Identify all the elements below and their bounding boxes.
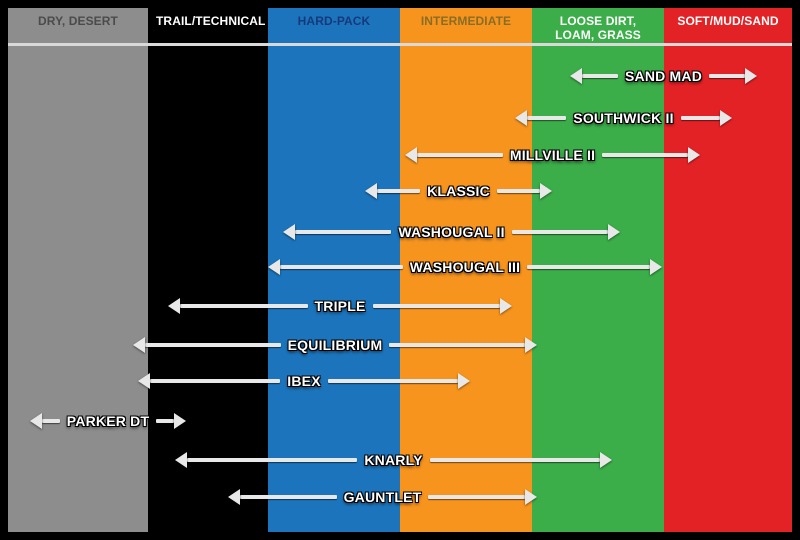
tire-range-row: MILLVILLE II: [405, 145, 700, 165]
terrain-column-label: SOFT/MUD/SAND: [677, 14, 779, 28]
right-arrowhead-icon: [429, 458, 600, 462]
left-arrowhead-icon: [240, 495, 337, 499]
left-arrowhead-icon: [42, 419, 60, 423]
right-arrowhead-icon: [156, 419, 174, 423]
terrain-column-label: HARD-PACK: [297, 14, 371, 28]
right-arrowhead-icon: [511, 230, 608, 234]
left-arrowhead-icon: [280, 265, 403, 269]
left-arrowhead-icon: [180, 304, 308, 308]
right-arrowhead-icon: [527, 265, 650, 269]
tire-range-row: WASHOUGAL III: [268, 257, 662, 277]
terrain-column-label: TRAIL/TECHNICAL: [156, 14, 266, 28]
tire-range-row: GAUNTLET: [228, 487, 537, 507]
tire-label: KLASSIC: [427, 183, 490, 199]
tire-range-row: WASHOUGAL II: [283, 222, 620, 242]
right-arrowhead-icon: [602, 153, 689, 157]
left-arrowhead-icon: [150, 379, 281, 383]
tire-label: MILLVILLE II: [509, 147, 596, 163]
terrain-column: DRY, DESERT: [8, 8, 148, 532]
tire-label: TRIPLE: [314, 298, 366, 314]
tire-range-row: EQUILIBRIUM: [133, 335, 537, 355]
left-arrowhead-icon: [187, 458, 358, 462]
tire-range-row: KNARLY: [175, 450, 612, 470]
tire-range-row: IBEX: [138, 371, 470, 391]
terrain-column: SOFT/MUD/SAND: [664, 8, 792, 532]
tire-range-row: SOUTHWICK II: [515, 108, 732, 128]
left-arrowhead-icon: [295, 230, 392, 234]
terrain-column: INTERMEDIATE: [400, 8, 532, 532]
terrain-column-label: DRY, DESERT: [37, 14, 118, 28]
tire-label: IBEX: [287, 373, 321, 389]
tire-range-row: PARKER DT: [30, 411, 186, 431]
left-arrowhead-icon: [527, 116, 567, 120]
right-arrowhead-icon: [327, 379, 459, 383]
right-arrowhead-icon: [372, 304, 501, 308]
tire-label: SOUTHWICK II: [573, 110, 674, 126]
tire-label: EQUILIBRIUM: [287, 337, 383, 353]
terrain-column: TRAIL/TECHNICAL: [148, 8, 268, 532]
left-arrowhead-icon: [145, 343, 281, 347]
tire-label: WASHOUGAL III: [409, 259, 521, 275]
tire-range-row: TRIPLE: [168, 296, 512, 316]
tire-range-row: SAND MAD: [570, 66, 757, 86]
terrain-column-label: INTERMEDIATE: [420, 14, 512, 28]
right-arrowhead-icon: [389, 343, 526, 347]
left-arrowhead-icon: [417, 153, 503, 157]
terrain-column: HARD-PACK: [268, 8, 400, 532]
tire-label: WASHOUGAL II: [398, 224, 505, 240]
tire-range-row: KLASSIC: [365, 181, 552, 201]
tire-label: PARKER DT: [66, 413, 150, 429]
right-arrowhead-icon: [428, 495, 526, 499]
left-arrowhead-icon: [377, 189, 421, 193]
terrain-column-label: LOOSE DIRT, LOAM, GRASS: [555, 14, 641, 43]
left-arrowhead-icon: [582, 74, 618, 78]
terrain-column: LOOSE DIRT, LOAM, GRASS: [532, 8, 664, 532]
tire-label: KNARLY: [364, 452, 423, 468]
right-arrowhead-icon: [680, 116, 720, 120]
right-arrowhead-icon: [709, 74, 746, 78]
tire-label: GAUNTLET: [343, 489, 422, 505]
tire-label: SAND MAD: [624, 68, 703, 84]
header-divider: [8, 43, 792, 46]
right-arrowhead-icon: [496, 189, 541, 193]
